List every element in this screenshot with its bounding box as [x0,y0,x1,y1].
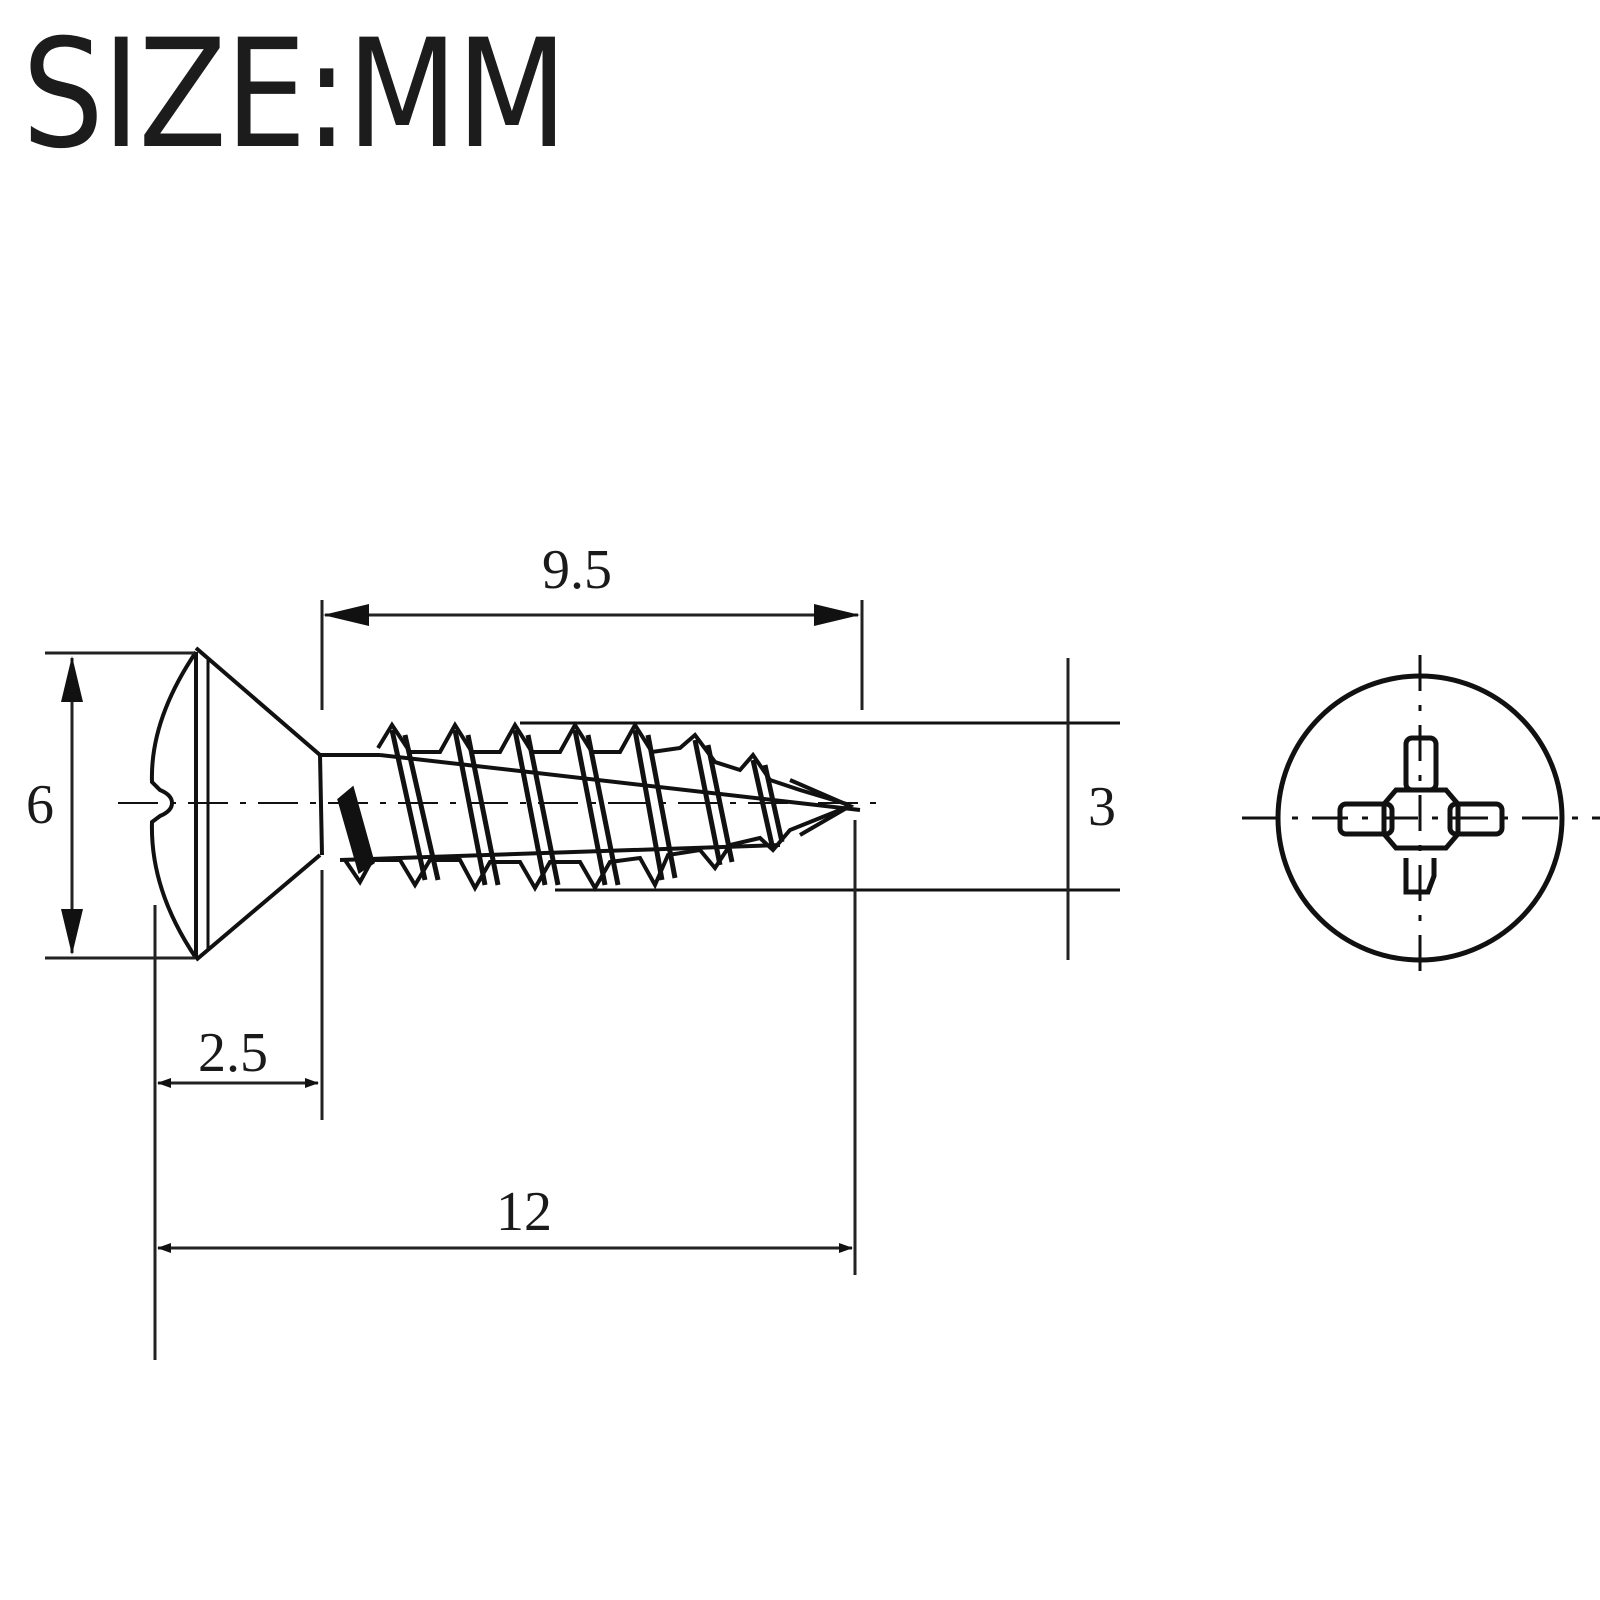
dim-thread-diameter: 3 [1088,776,1116,838]
screw-thread [318,721,861,893]
head-top-view [1242,655,1600,982]
size-unit-title: SIZE:MM [22,8,568,182]
side-view [118,646,1120,962]
dim-head-height: 2.5 [198,1022,268,1084]
dim-total-length: 12 [496,1181,552,1243]
screw-head [149,646,380,962]
phillips-recess-icon [1337,735,1505,895]
dim-head-diameter: 6 [26,774,54,836]
dimension-lines [45,600,1070,1360]
dim-thread-length: 9.5 [542,539,612,601]
